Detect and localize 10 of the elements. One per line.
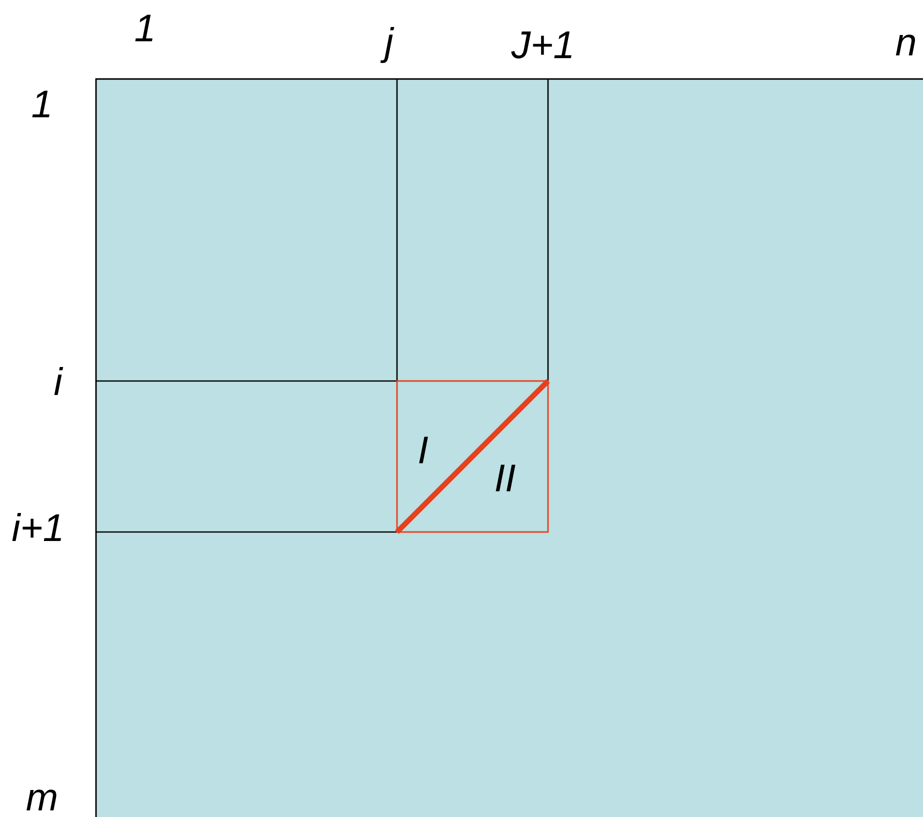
column-number: j: [380, 26, 394, 64]
row-number: 1: [32, 90, 50, 118]
row-number: i+1: [12, 513, 62, 542]
column-number: 1: [135, 14, 152, 42]
column-number: J+1: [511, 32, 572, 58]
column-number: n: [896, 34, 915, 56]
region-label: II: [496, 464, 516, 492]
row-number: i: [54, 367, 64, 396]
region-label: I: [419, 436, 428, 464]
row-number: m: [26, 790, 56, 810]
